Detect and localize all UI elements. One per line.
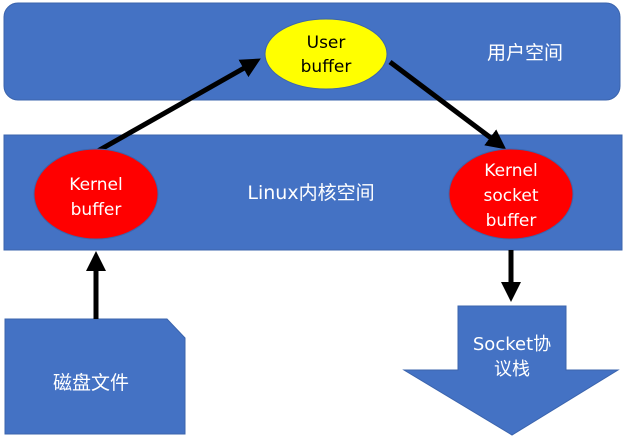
user-buffer-label-line2: buffer — [301, 57, 352, 77]
socket-stack-shape — [402, 305, 620, 436]
socket-stack-label-line2: 议栈 — [494, 359, 530, 380]
socket-stack-label-line1: Socket协 — [473, 334, 551, 355]
disk-file-label: 磁盘文件 — [53, 372, 129, 394]
kernel-socket-buffer-label-line2: socket — [484, 186, 539, 206]
arrow-user-buffer-to-socket-buffer — [388, 60, 507, 150]
kernel-space-label: Linux内核空间 — [247, 182, 374, 204]
arrow-kernel-buffer-to-user-buffer — [94, 58, 261, 155]
kernel-buffer-label-line1: Kernel — [69, 175, 122, 195]
kernel-socket-buffer-label-line3: buffer — [486, 211, 537, 231]
kernel-socket-buffer-node — [448, 148, 574, 240]
disk-file-shape — [4, 318, 186, 435]
user-buffer-label-line1: User — [307, 33, 346, 53]
kernel-socket-buffer-label-line1: Kernel — [484, 161, 537, 181]
kernel-buffer-node — [33, 148, 159, 240]
user-buffer-node — [264, 18, 388, 90]
kernel-buffer-label-line2: buffer — [71, 200, 122, 220]
user-space-label: 用户空间 — [487, 42, 563, 64]
